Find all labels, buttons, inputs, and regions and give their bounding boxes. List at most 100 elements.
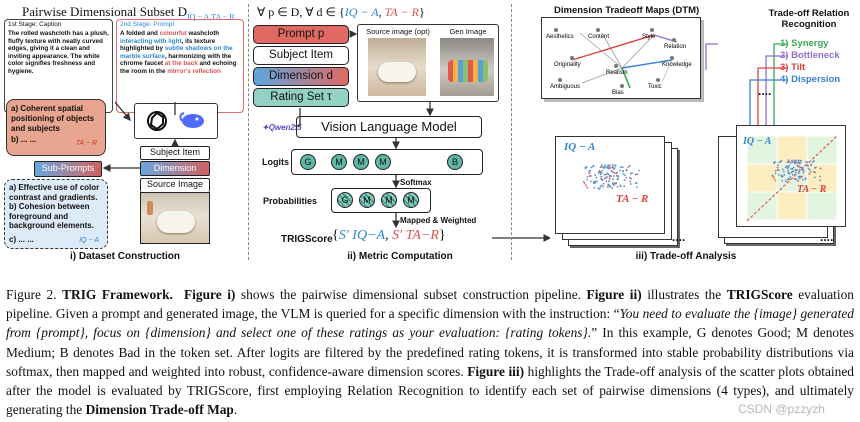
dtm-node-dot-7 [558,78,562,82]
dtm-node-dot-3 [672,38,676,42]
scatter-point [589,169,591,172]
scatter-point [799,166,802,169]
scatter-point [600,178,603,181]
subject-item-pill: Subject Item [253,46,349,65]
scatter-point [620,166,622,168]
dtm-node-dot-8 [620,84,624,88]
scatter-point [797,159,800,162]
scatter-point [586,186,589,189]
dtm-title: Dimension Tradeoff Maps (DTM) [554,5,700,16]
scatter-point [621,166,624,169]
relation-item-0: 1) Synergy [780,38,829,49]
scatter-point [777,174,780,176]
scatter-point [774,179,777,182]
scatter-point [813,167,816,169]
iq-a-item-a: a) Effective use of color contrast and g… [9,183,100,202]
qwen-icon: ✦ [262,123,269,132]
mapped-label: Mapped & Weighted [400,216,477,225]
scatter-point [793,159,796,162]
prompt-pill: Prompt p [253,25,349,44]
scatter-point [789,176,792,178]
relation-item-2: 3) Tilt [780,62,806,73]
scatter-point [608,175,611,178]
divider-2 [511,4,512,260]
scatter-point [599,173,602,176]
scatter-right-svg [746,135,838,222]
scatter-point [634,173,637,176]
scatter-point [779,160,782,163]
iq-a-item-b: b) Cohesion between foreground and backg… [9,202,94,230]
scatter-point [802,169,805,172]
scatter-point [608,177,611,180]
stage1-caption-box: 1st Stage: Caption The rolled washcloth … [4,19,113,113]
scatter-point [819,167,822,170]
grid-cell [746,163,778,193]
scatter-point [804,178,807,181]
scatter-point [605,166,608,169]
scatter-point [619,169,622,172]
scatter-point [598,187,601,190]
relation-item-1: 2) Bottleneck [780,50,840,61]
scatter-plot-right: IQ − A TA − R [736,125,846,227]
ta-r-item-b: b) ... ... [11,135,37,144]
scatter-point [619,185,622,188]
scatter-point [609,166,612,169]
scatter-point [819,175,822,178]
scatter-point [810,163,813,166]
scatter-point [599,171,602,174]
scatter-point [786,178,789,181]
logit-token-3: M [375,154,391,170]
scatter-point [801,166,803,169]
scatter-point [799,175,802,178]
scatter-point [604,164,607,167]
scatter-point [786,161,789,164]
prob-token-1: M [359,192,375,208]
dtm-node-1: Content [588,34,609,40]
scatter-point [615,182,618,184]
scatter-point [623,185,626,188]
probabilities-row [331,188,431,213]
scatter-point [781,168,784,171]
scatter-point [807,167,810,170]
scatter-point [792,166,795,169]
scatter-point [590,166,593,169]
scatter-point [772,175,775,178]
dtm-node-2: Style [642,34,656,40]
scatter-point [795,178,798,181]
scatter-point [613,167,616,169]
scatter-point [794,171,797,174]
grid-cell [806,191,838,221]
scatter-point [805,161,807,163]
scatter-point [625,177,628,179]
scatter-point [793,161,796,164]
scatter-point [613,172,616,175]
gen-image [440,38,494,96]
trigscore-label: TRIGScore [281,234,333,245]
dimension-pill: Dimension d [253,67,349,86]
logit-token-1: M [331,154,347,170]
scatter-point [588,170,590,173]
scatter-point [788,164,790,167]
dtm-node-dot-2 [650,28,654,32]
dots-left: .... [672,230,686,244]
scatter-point [812,160,815,162]
subset-title: Pairwise Dimensional Subset DIQ − A,TA −… [22,4,235,22]
scatter-point [787,169,790,172]
scatter-point [819,179,822,182]
scatter-point [804,164,807,167]
scatter-point [777,164,780,167]
scatter-point [795,161,798,164]
scatter-point [781,179,784,182]
scatter-point [599,166,602,169]
images-box: Source image (opt) Gen Image [357,24,499,102]
dtm-node-dot-0 [554,28,558,32]
scatter-point [594,180,597,183]
plot-left-ta-label: TA − R [616,193,649,205]
scatter-point [623,179,626,182]
source-image-ii [368,38,426,96]
dtm-node-dot-5 [670,56,674,60]
scatter-point [787,166,790,169]
divider-1 [248,4,249,260]
logits-label: Logits [262,157,289,167]
source-image-opt-label: Source image (opt) [366,27,430,36]
